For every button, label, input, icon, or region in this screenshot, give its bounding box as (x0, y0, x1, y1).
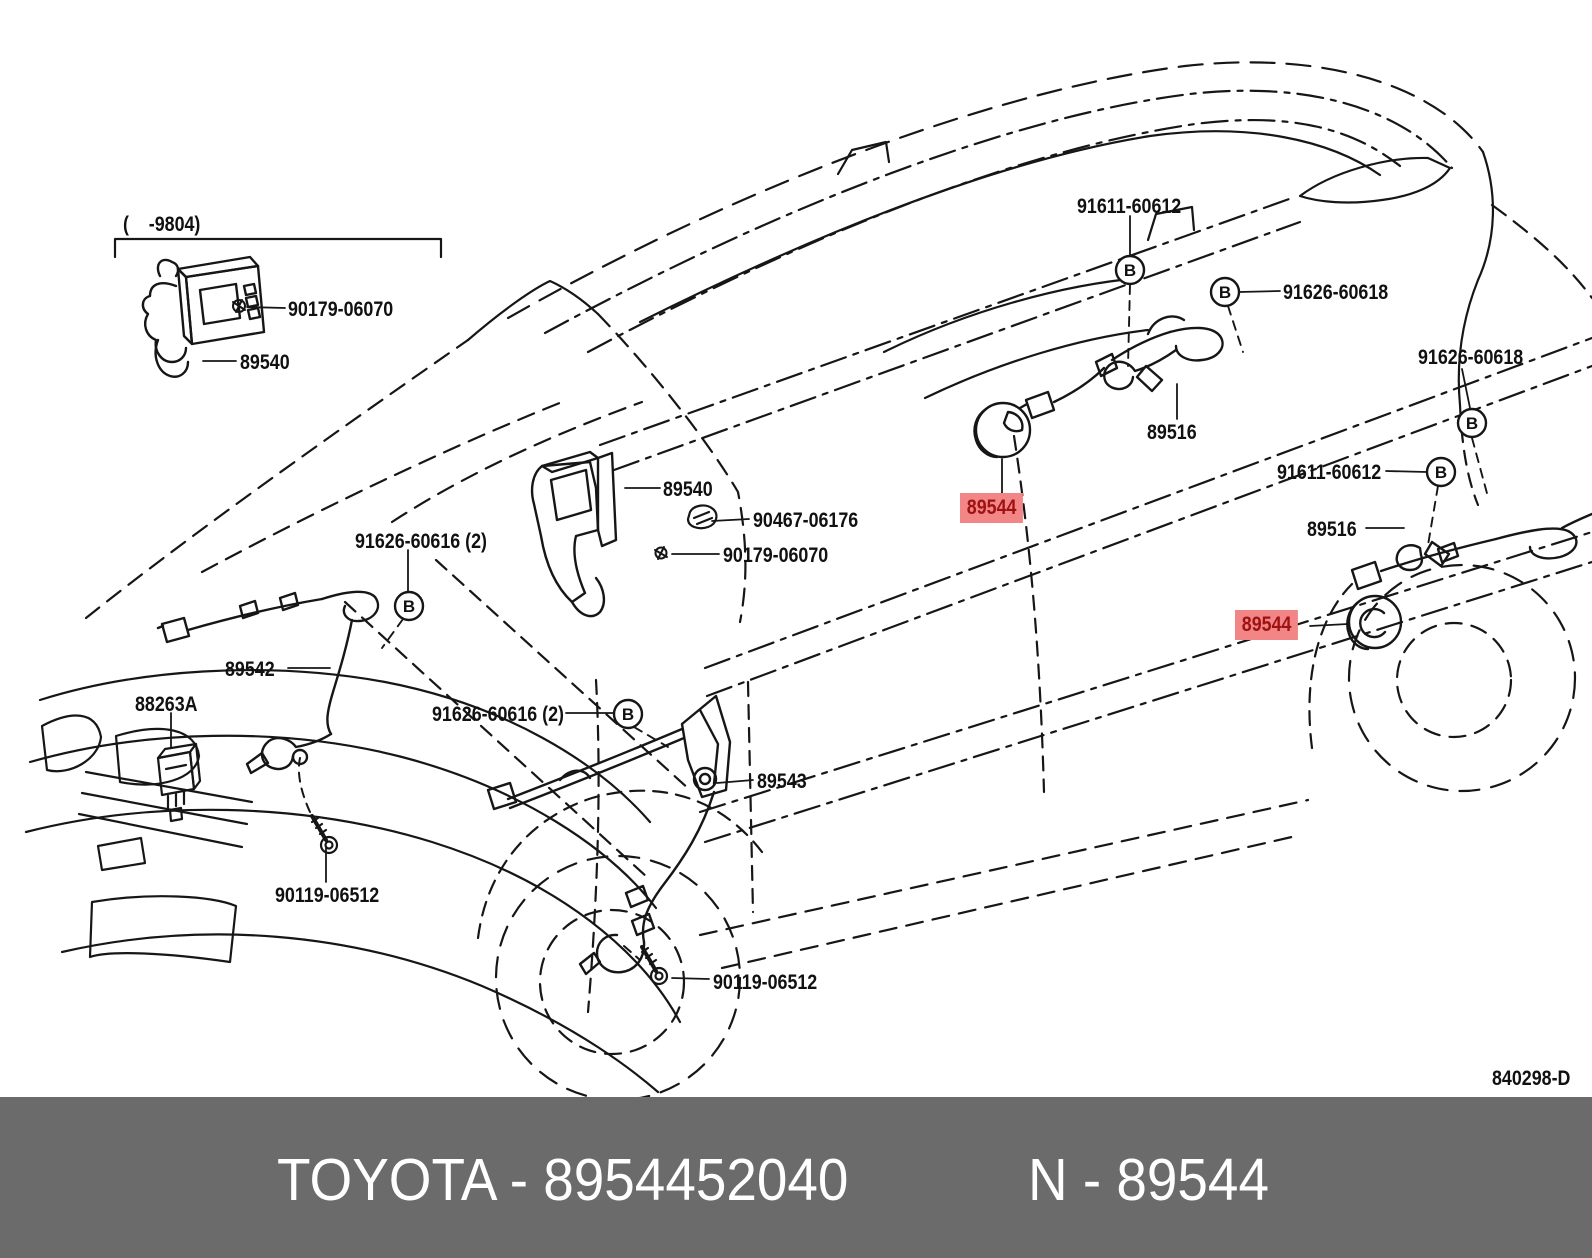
grommet-89544-rear (1346, 594, 1403, 651)
ecu-sensor-89540-old (141, 255, 266, 378)
clip-90467 (686, 504, 718, 530)
connector-b-symbol: B (403, 597, 415, 616)
applicability-range-note: ( -9804) (123, 213, 201, 236)
screw-90179-top-left (232, 299, 246, 313)
part-label-91611-60612-a[interactable]: 91611-60612 (1077, 195, 1182, 218)
connector-b-symbol: B (1219, 283, 1231, 302)
applicability-bracket (113, 237, 443, 259)
part-label-91626-60616-b[interactable]: 91626-60616 (2) (432, 703, 565, 726)
part-label-91626-60616-a[interactable]: 91626-60616 (2) (355, 530, 488, 553)
leader-lines-dashed (381, 284, 1489, 748)
part-label-89516-b[interactable]: 89516 (1307, 518, 1357, 541)
part-label-90179-06070-b[interactable]: 90179-06070 (723, 544, 829, 567)
drawing-number: 840298-D (1492, 1067, 1571, 1090)
leader-lines (170, 215, 1471, 980)
part-label-90179-06070-a[interactable]: 90179-06070 (288, 298, 394, 321)
part-label-89544-highlighted-b[interactable]: 89544 (1235, 610, 1299, 640)
part-label-90119-06512-a[interactable]: 90119-06512 (275, 884, 380, 907)
footer-brand-part-number: TOYOTA - 8954452040 (277, 1147, 849, 1213)
part-label-91626-60618-a[interactable]: 91626-60618 (1283, 281, 1389, 304)
bolt-90119-front (297, 757, 339, 855)
connector-b-symbol: B (1466, 414, 1478, 433)
connector-b-marker: B (1114, 254, 1146, 286)
bracket-89540-center (530, 450, 618, 618)
grommet-89544-door (973, 401, 1032, 459)
relay-88263a (156, 742, 202, 823)
bolt-90119-wheel (623, 945, 669, 986)
part-label-89540-b[interactable]: 89540 (663, 478, 713, 501)
part-label-91611-60612-b[interactable]: 91611-60612 (1277, 461, 1382, 484)
part-label-90467-06176[interactable]: 90467-06176 (753, 509, 859, 532)
rear-speed-sensor-89516-lower (1350, 512, 1592, 591)
part-label-90119-06512-b[interactable]: 90119-06512 (713, 971, 818, 994)
connector-b-marker: B (393, 590, 425, 622)
connector-b-marker: B (1425, 456, 1457, 488)
connector-b-marker: B (612, 698, 644, 730)
part-label-91626-60618-b[interactable]: 91626-60618 (1418, 346, 1524, 369)
part-label-89544-highlighted-a[interactable]: 89544 (960, 493, 1024, 523)
front-speed-sensor-89543 (486, 694, 732, 976)
footer-catalog-code: N - 89544 (1028, 1147, 1269, 1213)
part-label-89542[interactable]: 89542 (225, 658, 275, 681)
part-label-89543[interactable]: 89543 (757, 770, 807, 793)
connector-b-symbol: B (1435, 463, 1447, 482)
front-speed-sensor-89542 (156, 590, 380, 775)
connector-b-marker: B (1209, 276, 1241, 308)
car-outline (24, 61, 1592, 1102)
part-label-88263a[interactable]: 88263A (135, 693, 198, 716)
part-label-89540-a[interactable]: 89540 (240, 351, 290, 374)
connector-b-markers: B B B B B (393, 254, 1488, 730)
footer-banner: TOYOTA - 8954452040 N - 89544 (0, 1097, 1592, 1258)
screw-90179-center (654, 546, 668, 560)
connector-b-marker: B (1456, 407, 1488, 439)
connector-b-symbol: B (622, 705, 634, 724)
part-label-89516-a[interactable]: 89516 (1147, 421, 1197, 444)
connector-b-symbol: B (1124, 261, 1136, 280)
rear-speed-sensor-89516-upper (1018, 315, 1224, 420)
